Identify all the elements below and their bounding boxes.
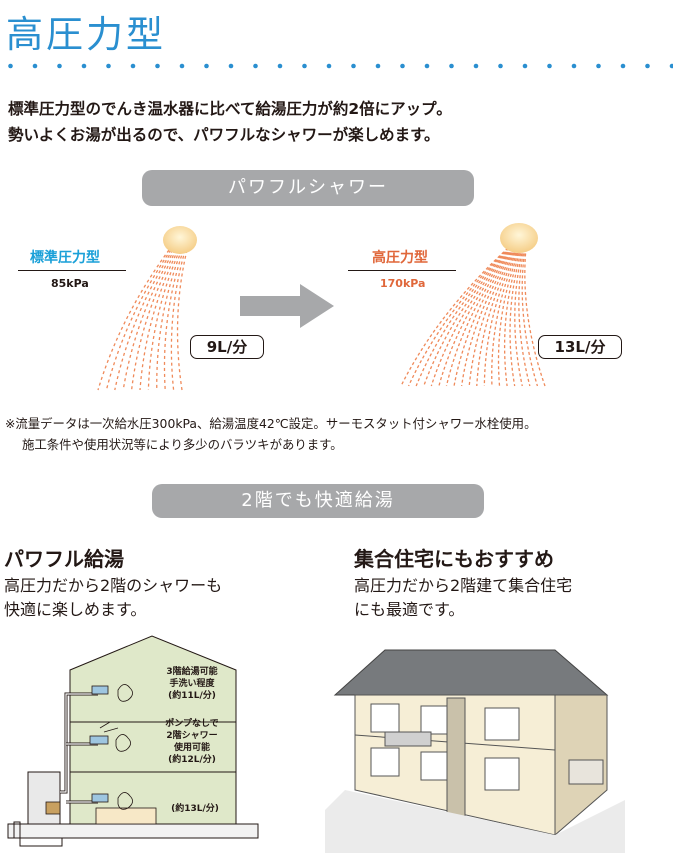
powerful-supply-line-1: 高圧力だから2階のシャワーも	[4, 576, 223, 595]
bath-faucet-icon	[91, 793, 109, 803]
standard-label: 標準圧力型	[30, 250, 100, 266]
intro-line-1: 標準圧力型のでんき温水器に比べて給湯圧力が約2倍にアップ。	[8, 100, 452, 118]
bathtub-icon	[95, 807, 157, 825]
house-cross-section	[7, 635, 259, 847]
standard-underline	[18, 270, 126, 271]
page-title: 高圧力型	[6, 13, 166, 56]
shower-valve-icon	[89, 735, 109, 745]
apartment-title: 集合住宅にもおすすめ	[354, 547, 554, 571]
showerhead-icon	[163, 226, 197, 254]
apartment-line-1: 高圧力だから2階建て集合住宅	[354, 576, 573, 595]
high-shower-spray	[400, 223, 546, 387]
water-heater-units-icon	[568, 759, 604, 785]
high-flow-box: 13L/分	[538, 335, 622, 359]
floor-1-caption: (約13L/分)	[171, 804, 219, 814]
apartment-building-illustration	[325, 649, 625, 853]
high-pressure: 170kPa	[380, 277, 426, 290]
standard-shower-spray	[97, 226, 197, 391]
faucet-icon	[91, 685, 109, 695]
showerhead-icon	[500, 223, 538, 253]
standard-flow-box: 9L/分	[190, 335, 264, 359]
powerful-supply-text: 高圧力だから2階のシャワーも 快適に楽しめます。	[4, 574, 222, 622]
section-heading-shower: パワフルシャワー	[142, 170, 474, 206]
floor-2-caption: ポンプなしで 2階シャワー 使用可能 (約12L/分)	[165, 719, 219, 765]
note-line-2: 施工条件や使用状況等により多少のバラツキがあります。	[22, 437, 343, 452]
dotted-divider	[8, 63, 673, 69]
arrow-right-icon	[240, 284, 334, 328]
apartment-text: 高圧力だから2階建て集合住宅 にも最適です。	[354, 574, 572, 622]
apartment-line-2: にも最適です。	[354, 600, 465, 619]
powerful-supply-line-2: 快適に楽しめます。	[4, 600, 147, 619]
high-underline	[348, 270, 456, 271]
flow-note: ※流量データは一次給水圧300kPa、給湯温度42℃設定。サーモスタット付シャワ…	[5, 413, 536, 455]
powerful-supply-title: パワフル給湯	[4, 547, 124, 571]
water-heater-icon	[27, 771, 61, 825]
floor-3-caption: 3階給湯可能 手洗い程度 (約11L/分)	[166, 667, 218, 701]
intro-text: 標準圧力型のでんき温水器に比べて給湯圧力が約2倍にアップ。 勢いよくお湯が出るの…	[8, 96, 452, 148]
section-heading-second-floor: 2階でも快適給湯	[152, 484, 484, 518]
standard-pressure: 85kPa	[51, 277, 89, 290]
note-line-1: ※流量データは一次給水圧300kPa、給湯温度42℃設定。サーモスタット付シャワ…	[5, 416, 537, 431]
high-label: 高圧力型	[372, 250, 428, 266]
intro-line-2: 勢いよくお湯が出るので、パワフルなシャワーが楽しめます。	[8, 126, 440, 144]
